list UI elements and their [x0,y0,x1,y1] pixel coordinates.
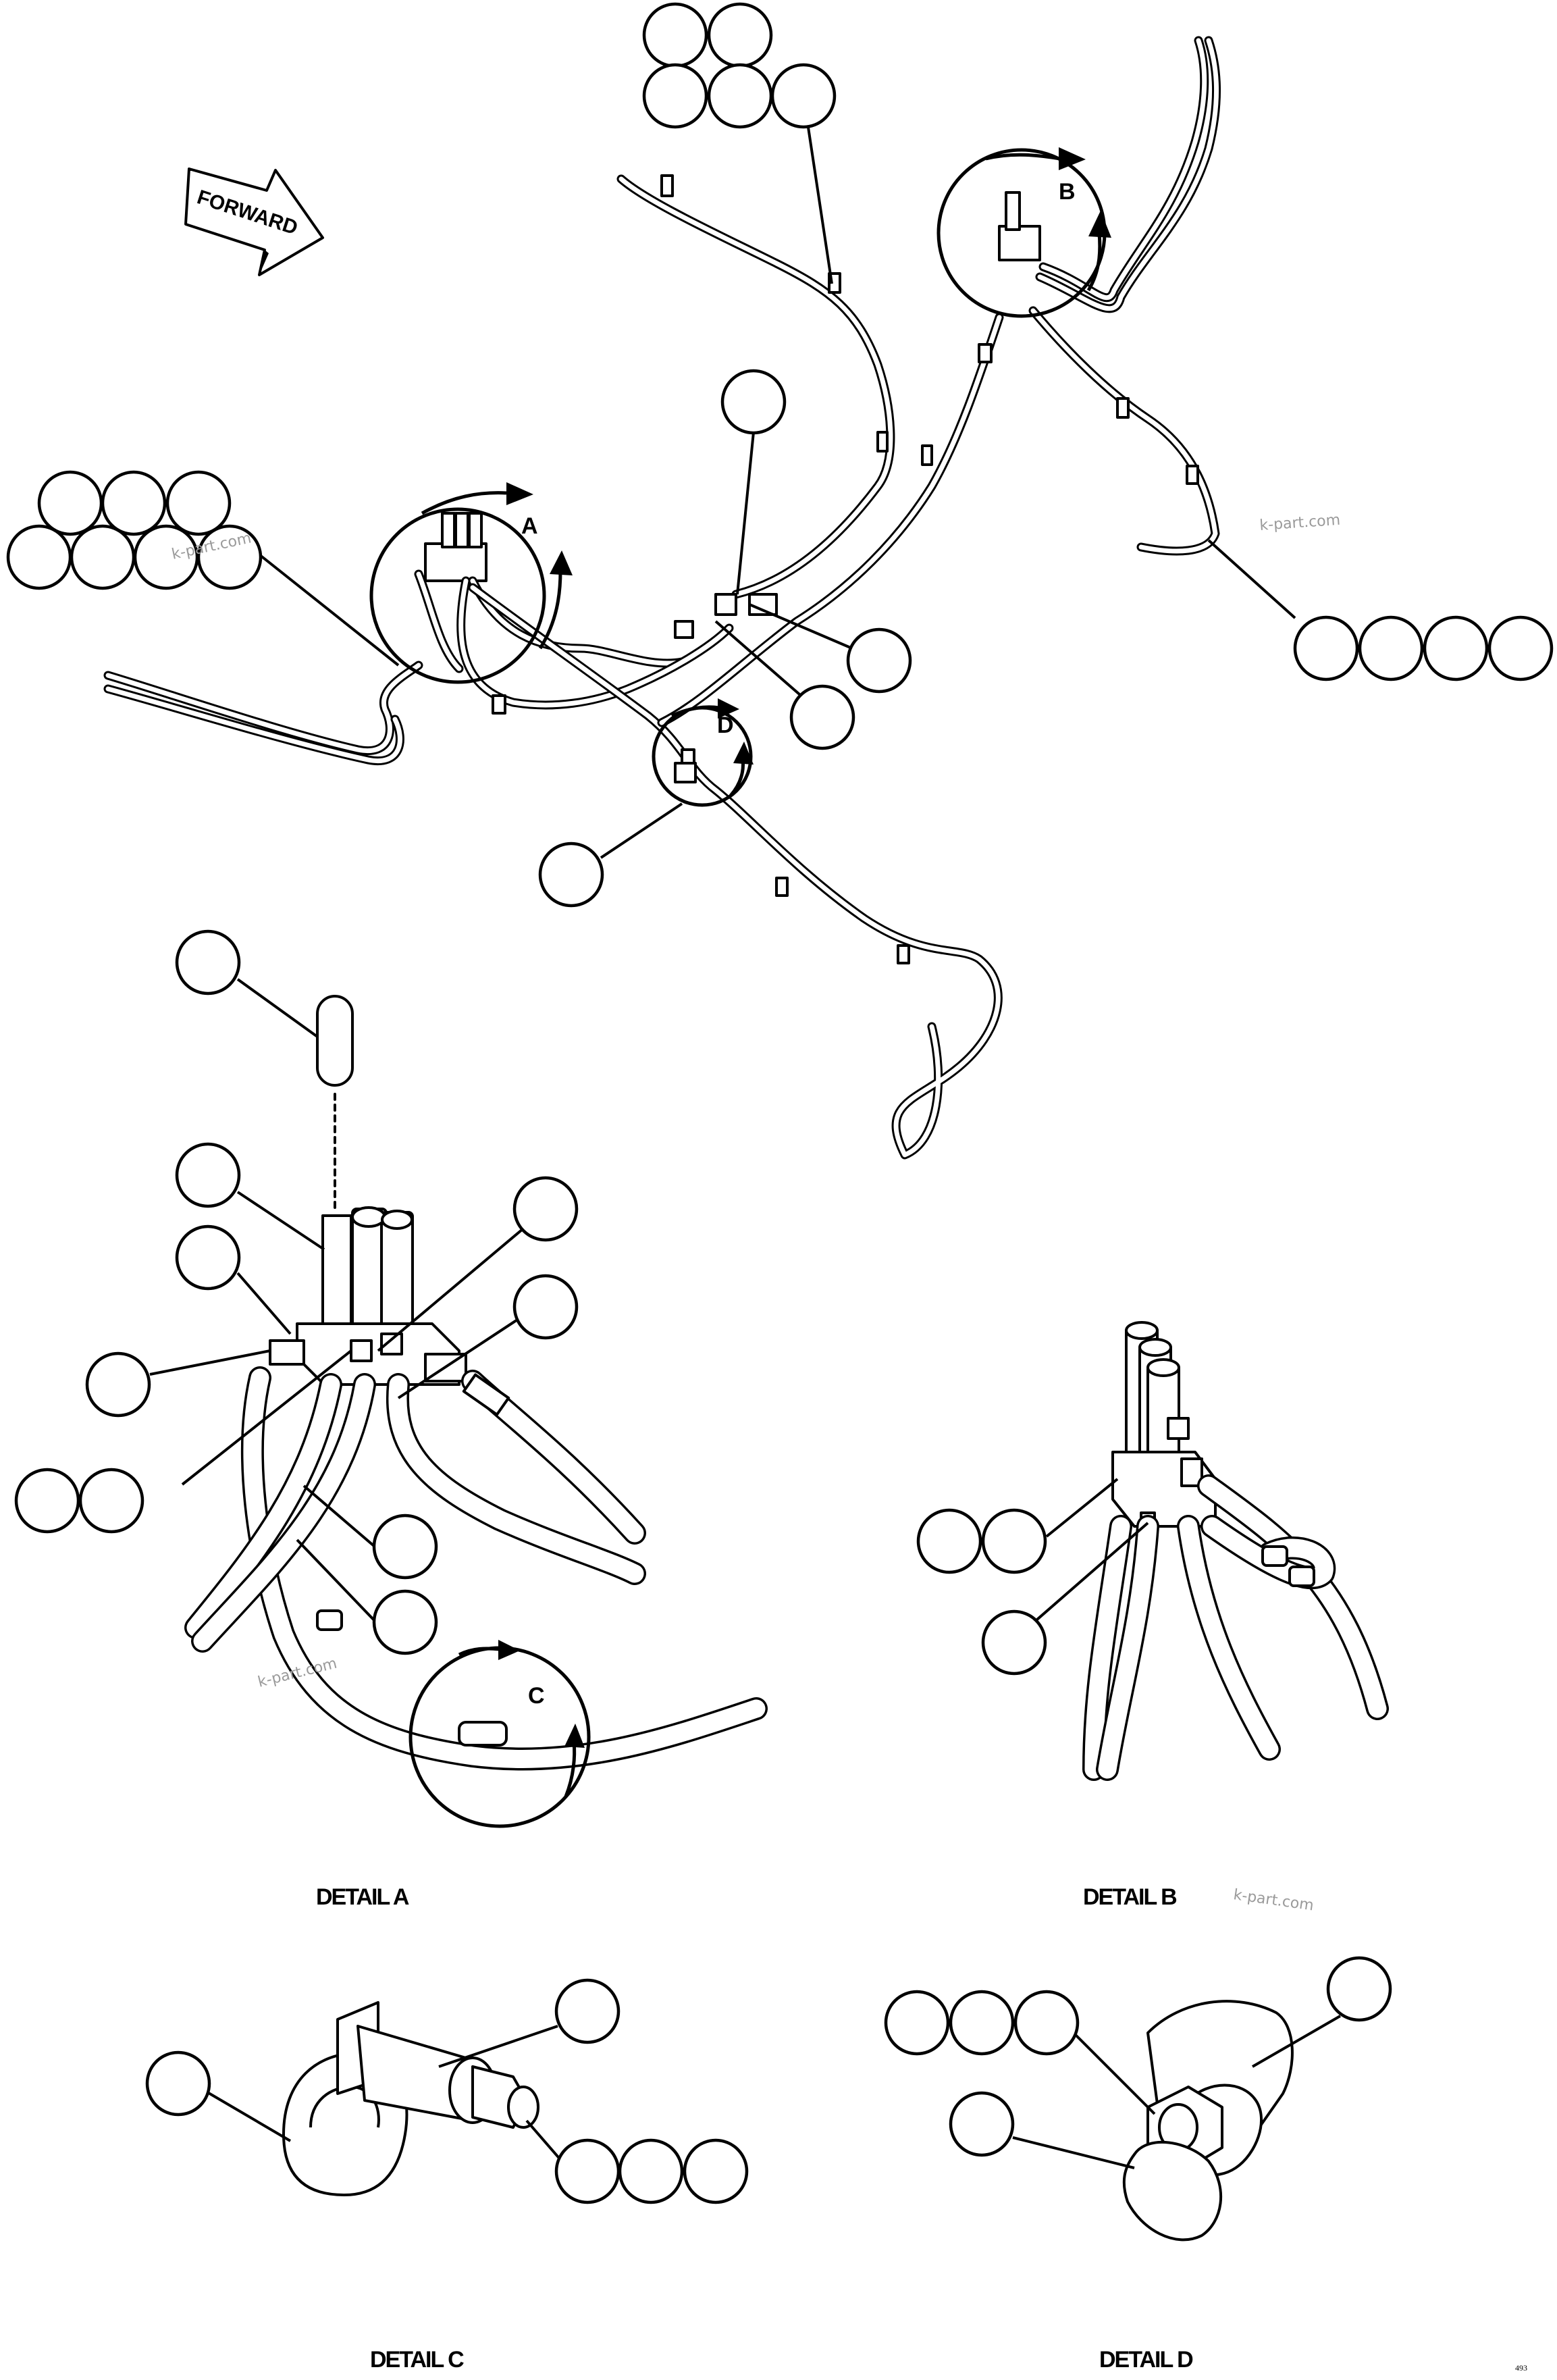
detail-letter-a: A [521,513,538,539]
main-callout-bubbles [6,2,1554,908]
detail-d-leaders [1012,2015,1341,2169]
detail-c-caption: DETAIL C [370,2347,464,2373]
detail-a-caption: DETAIL A [316,1884,409,1910]
detail-indicator-d: D [652,698,754,807]
detail-b-caption: DETAIL B [1083,1884,1177,1910]
detail-a-leaders [149,978,528,1622]
detail-letter-b: B [1059,179,1076,205]
detail-b-leaders [1015,1478,1149,1639]
detail-b-bubbles [916,1508,1047,1676]
detail-indicator-b: B [936,147,1111,318]
detail-c-bubbles [145,1978,749,2204]
detail-b-view [1082,1321,1389,1781]
detail-d-bubbles [884,1956,1392,2157]
main-callout-leaders [248,95,1296,859]
watermark: k-part.com [1259,512,1341,534]
page-number: 493 [1515,2363,1527,2373]
forward-direction-arrow: FORWARD [184,167,324,276]
detail-a-bubbles [14,929,579,1655]
watermark: k-part.com [1232,1886,1315,1914]
detail-d-view [1122,2000,1294,2242]
detail-a-view: C [184,995,768,1828]
detail-c-view [282,2001,539,2196]
detail-letter-d: D [717,713,734,738]
detail-indicator-a: A [369,482,573,684]
detail-d-caption: DETAIL D [1099,2347,1193,2373]
detail-letter-c: C [528,1683,545,1709]
main-hydraulic-harness [103,36,1221,1160]
